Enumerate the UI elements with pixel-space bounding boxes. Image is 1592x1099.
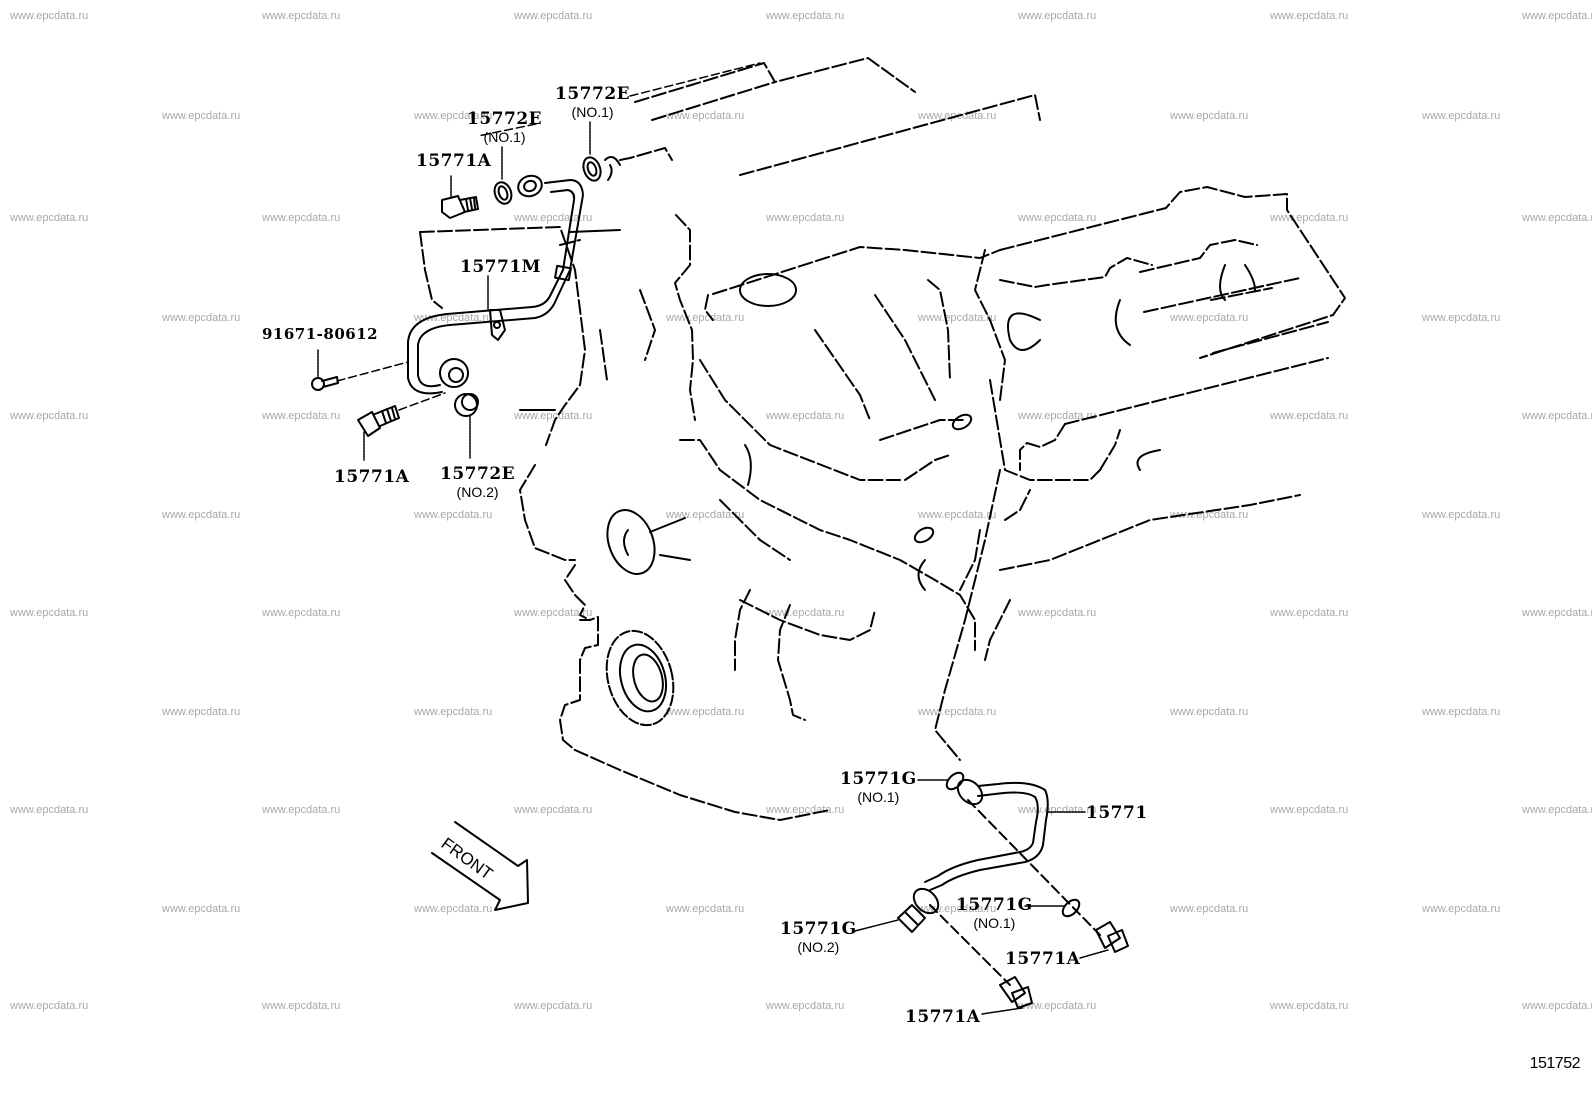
figure-id: 151752 bbox=[1529, 1055, 1581, 1072]
callout-15772e-no1-left[interactable]: 15772E (NO.1) bbox=[467, 110, 542, 146]
part-sub-label: (NO.1) bbox=[857, 789, 900, 805]
callout-15771[interactable]: 15771 bbox=[1086, 804, 1148, 822]
part-number: 15771A bbox=[334, 467, 410, 487]
part-sub-label: (NO.1) bbox=[571, 104, 614, 120]
part-number: 15771A bbox=[905, 1007, 981, 1027]
part-number: 15771 bbox=[1086, 803, 1148, 823]
part-number: 15771G bbox=[956, 895, 1033, 915]
part-number: 15771A bbox=[416, 151, 492, 171]
engine-outline bbox=[419, 57, 1346, 821]
part-sub-label: (NO.1) bbox=[483, 129, 526, 145]
part-number: 91671-80612 bbox=[262, 325, 379, 343]
part-number: 15771G bbox=[840, 769, 917, 789]
callout-15771a-left[interactable]: 15771A bbox=[334, 468, 409, 486]
callout-15771m[interactable]: 15771M bbox=[460, 258, 541, 276]
part-sub-label: (NO.1) bbox=[973, 915, 1016, 931]
part-sub-label: (NO.2) bbox=[797, 939, 840, 955]
callout-15771g-no1-lower[interactable]: 15771G (NO.1) bbox=[956, 896, 1033, 932]
leader-lines bbox=[317, 62, 1109, 1015]
front-arrow-icon bbox=[431, 821, 529, 911]
part-number: 15771G bbox=[780, 919, 857, 939]
part-number: 15771A bbox=[1005, 949, 1081, 969]
upper-oil-pipe bbox=[311, 156, 602, 437]
part-number: 15772E bbox=[440, 464, 516, 484]
part-number: 15772E bbox=[555, 84, 631, 104]
callout-15771g-no1-upper[interactable]: 15771G (NO.1) bbox=[840, 770, 917, 806]
part-number: 15772E bbox=[467, 109, 543, 129]
callout-15772e-no1-top[interactable]: 15772E (NO.1) bbox=[555, 85, 630, 121]
part-number: 15771M bbox=[460, 257, 541, 277]
part-sub-label: (NO.2) bbox=[456, 484, 499, 500]
callout-91671-80612[interactable]: 91671-80612 bbox=[262, 325, 378, 343]
callout-15772e-no2[interactable]: 15772E (NO.2) bbox=[440, 465, 515, 501]
callout-15771a-top[interactable]: 15771A bbox=[416, 152, 491, 170]
callout-15771g-no2[interactable]: 15771G (NO.2) bbox=[780, 920, 857, 956]
callout-15771a-bottom[interactable]: 15771A bbox=[905, 1008, 980, 1026]
engine-details bbox=[519, 155, 1256, 727]
lower-oil-pipe bbox=[897, 771, 1129, 1009]
callout-15771a-lower-right[interactable]: 15771A bbox=[1005, 950, 1080, 968]
